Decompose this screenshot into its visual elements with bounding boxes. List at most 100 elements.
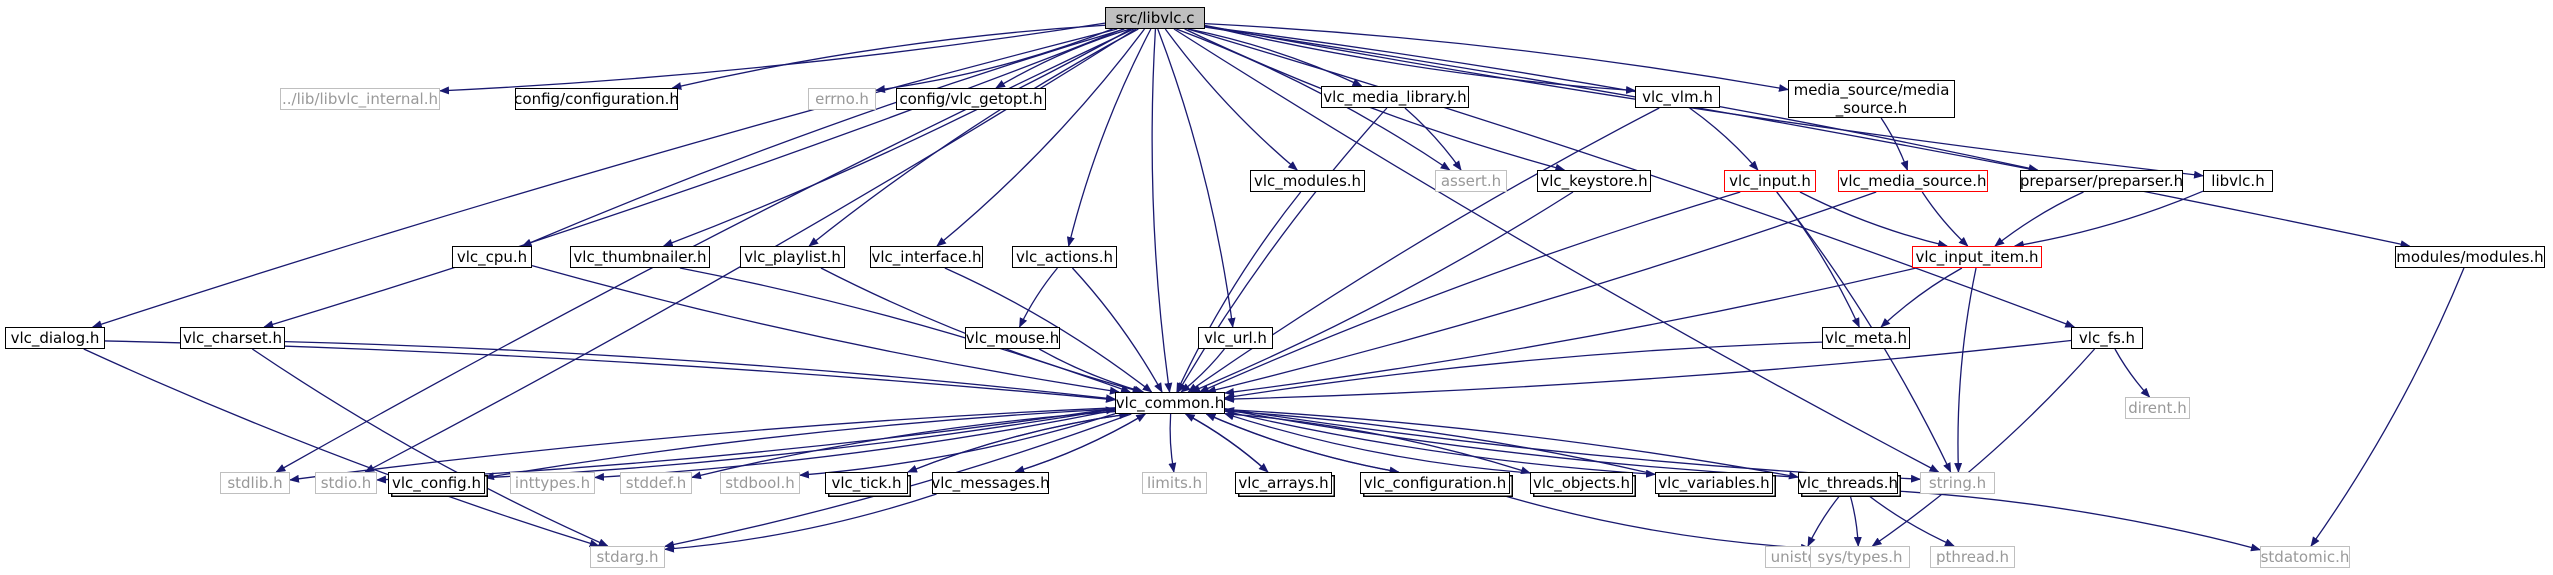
- node-label: config/vlc_getopt.h: [899, 90, 1043, 108]
- edge-vlc-cpu-to-vlc-common: [531, 264, 1120, 395]
- node-libvlc-h[interactable]: libvlc.h: [2203, 170, 2273, 192]
- node-label: assert.h: [1440, 172, 1502, 190]
- edge-vlc-threads-to-pthread: [1866, 493, 1955, 547]
- node-preparser[interactable]: preparser/preparser.h: [2020, 170, 2183, 192]
- node-vlc-arrays[interactable]: vlc_arrays.h: [1235, 472, 1332, 494]
- node-vlc-media-library[interactable]: vlc_media_library.h: [1321, 86, 1469, 108]
- node-label: stdarg.h: [596, 548, 659, 566]
- node-stdatomic: stdatomic.h: [2260, 546, 2350, 568]
- node-vlc-cpu[interactable]: vlc_cpu.h: [452, 246, 532, 268]
- edge-vlc-fs-to-sys-types: [1871, 348, 2096, 547]
- edge-vlc-dialog-to-stdarg: [83, 348, 600, 548]
- node-label: vlc_dialog.h: [10, 329, 100, 347]
- edge-libvlc-c-to-errno: [875, 28, 1113, 93]
- edge-vlc-configuration-to-vlc-common: [1205, 413, 1399, 473]
- node-vlc-input[interactable]: vlc_input.h: [1724, 170, 1816, 192]
- edge-vlc-input-to-vlc-input-item: [1799, 191, 1949, 248]
- edge-libvlc-c-to-vlc-actions: [1066, 28, 1152, 247]
- edge-vlc-media-source-to-vlc-input-item: [1921, 191, 1969, 247]
- edge-libvlc-c-to-media-source: [1204, 23, 1789, 92]
- node-dirent: dirent.h: [2125, 397, 2190, 419]
- node-vlc-interface[interactable]: vlc_interface.h: [870, 246, 983, 268]
- node-label: vlc_actions.h: [1015, 248, 1114, 266]
- node-vlc-meta[interactable]: vlc_meta.h: [1822, 327, 1910, 349]
- node-label: vlc_common.h: [1115, 394, 1225, 412]
- node-config-getopt[interactable]: config/vlc_getopt.h: [896, 88, 1046, 110]
- node-vlc-common[interactable]: vlc_common.h: [1115, 392, 1225, 414]
- node-vlc-modules[interactable]: vlc_modules.h: [1250, 170, 1365, 192]
- edge-libvlc-c-to-vlc-playlist: [808, 28, 1139, 247]
- node-label: vlc_media_source.h: [1839, 172, 1987, 190]
- edge-libvlc-c-to-vlc-media-library: [1188, 28, 1363, 87]
- node-label: vlc_variables.h: [1658, 474, 1770, 492]
- edge-vlc-actions-to-vlc-mouse: [1018, 267, 1058, 328]
- node-label: vlc_keystore.h: [1540, 172, 1648, 190]
- node-vlc-media-source[interactable]: vlc_media_source.h: [1838, 170, 1988, 192]
- node-label: vlc_messages.h: [931, 474, 1050, 492]
- edge-vlc-keystore-to-vlc-common: [1190, 191, 1574, 393]
- node-vlc-thumbnailer[interactable]: vlc_thumbnailer.h: [570, 246, 710, 268]
- node-vlc-vlm[interactable]: vlc_vlm.h: [1635, 86, 1720, 108]
- node-vlc-playlist[interactable]: vlc_playlist.h: [740, 246, 845, 268]
- node-label: vlc_mouse.h: [965, 329, 1060, 347]
- edge-libvlc-c-to-vlc-modules: [1164, 28, 1298, 171]
- edge-vlc-charset-to-vlc-common: [284, 340, 1116, 403]
- edge-vlc-media-library-to-assert: [1404, 107, 1462, 171]
- node-vlc-variables[interactable]: vlc_variables.h: [1655, 472, 1773, 494]
- node-label: errno.h: [815, 90, 869, 108]
- edge-libvlc-c-to-libvlc-internal: [439, 22, 1106, 95]
- node-vlc-objects[interactable]: vlc_objects.h: [1530, 472, 1633, 494]
- node-vlc-keystore[interactable]: vlc_keystore.h: [1537, 170, 1651, 192]
- node-media-source[interactable]: media_source/media _source.h: [1788, 80, 1955, 118]
- edge-vlc-input-item-to-vlc-meta: [1880, 267, 1963, 328]
- node-vlc-dialog[interactable]: vlc_dialog.h: [5, 327, 105, 349]
- node-label: vlc_thumbnailer.h: [573, 248, 707, 266]
- node-label: string.h: [1928, 474, 1987, 492]
- node-config-configuration[interactable]: config/configuration.h: [514, 88, 679, 110]
- node-libvlc-internal: ../lib/libvlc_internal.h: [280, 88, 440, 110]
- node-vlc-config[interactable]: vlc_config.h: [388, 472, 485, 494]
- edge-libvlc-c-to-config-getopt: [995, 28, 1131, 89]
- edge-vlc-tick-to-vlc-common: [907, 411, 1130, 473]
- node-vlc-input-item[interactable]: vlc_input_item.h: [1912, 246, 2042, 268]
- node-vlc-messages[interactable]: vlc_messages.h: [931, 472, 1050, 494]
- node-stddef: stddef.h: [620, 472, 692, 494]
- node-label: pthread.h: [1936, 548, 2009, 566]
- node-label: vlc_input_item.h: [1915, 248, 2039, 266]
- node-label: vlc_vlm.h: [1642, 88, 1713, 106]
- edge-vlc-media-library-to-vlc-common: [1177, 107, 1388, 393]
- edge-libvlc-h-to-vlc-input-item: [2013, 190, 2204, 249]
- node-label: stdatomic.h: [2260, 548, 2350, 566]
- node-label: vlc_arrays.h: [1238, 474, 1329, 492]
- node-label: src/libvlc.c: [1115, 9, 1195, 27]
- node-label: vlc_modules.h: [1253, 172, 1362, 190]
- edge-libvlc-c-to-vlc-url: [1157, 28, 1236, 328]
- node-vlc-fs[interactable]: vlc_fs.h: [2071, 327, 2143, 349]
- node-vlc-configuration[interactable]: vlc_configuration.h: [1360, 472, 1510, 494]
- edge-vlc-input-item-to-string: [1954, 267, 1977, 473]
- node-modules-modules[interactable]: modules/modules.h: [2395, 246, 2545, 268]
- node-label: stdio.h: [320, 474, 372, 492]
- node-label: media_source/media _source.h: [1793, 81, 1950, 117]
- node-vlc-threads[interactable]: vlc_threads.h: [1798, 472, 1898, 494]
- edge-vlc-messages-to-stdarg: [664, 493, 937, 553]
- node-vlc-url[interactable]: vlc_url.h: [1198, 327, 1273, 349]
- node-vlc-charset[interactable]: vlc_charset.h: [180, 327, 285, 349]
- node-label: stddef.h: [625, 474, 687, 492]
- node-inttypes: inttypes.h: [510, 472, 595, 494]
- edge-vlc-common-to-stddef: [691, 410, 1116, 480]
- edge-vlc-common-to-vlc-messages: [1014, 413, 1146, 474]
- edge-media-source-to-vlc-media-source: [1880, 117, 1909, 171]
- node-vlc-tick[interactable]: vlc_tick.h: [825, 472, 908, 494]
- edge-vlc-fs-to-vlc-common: [1224, 339, 2072, 403]
- edge-vlc-charset-to-stdarg: [251, 348, 609, 547]
- edge-vlc-common-to-stdlib: [289, 407, 1116, 483]
- edge-vlc-fs-to-dirent: [2114, 348, 2151, 398]
- node-vlc-actions[interactable]: vlc_actions.h: [1012, 246, 1117, 268]
- node-label: vlc_interface.h: [871, 248, 982, 266]
- node-libvlc-c[interactable]: src/libvlc.c: [1105, 7, 1205, 29]
- node-vlc-mouse[interactable]: vlc_mouse.h: [965, 327, 1060, 349]
- edge-vlc-interface-to-vlc-common: [944, 267, 1153, 393]
- node-label: vlc_objects.h: [1532, 474, 1631, 492]
